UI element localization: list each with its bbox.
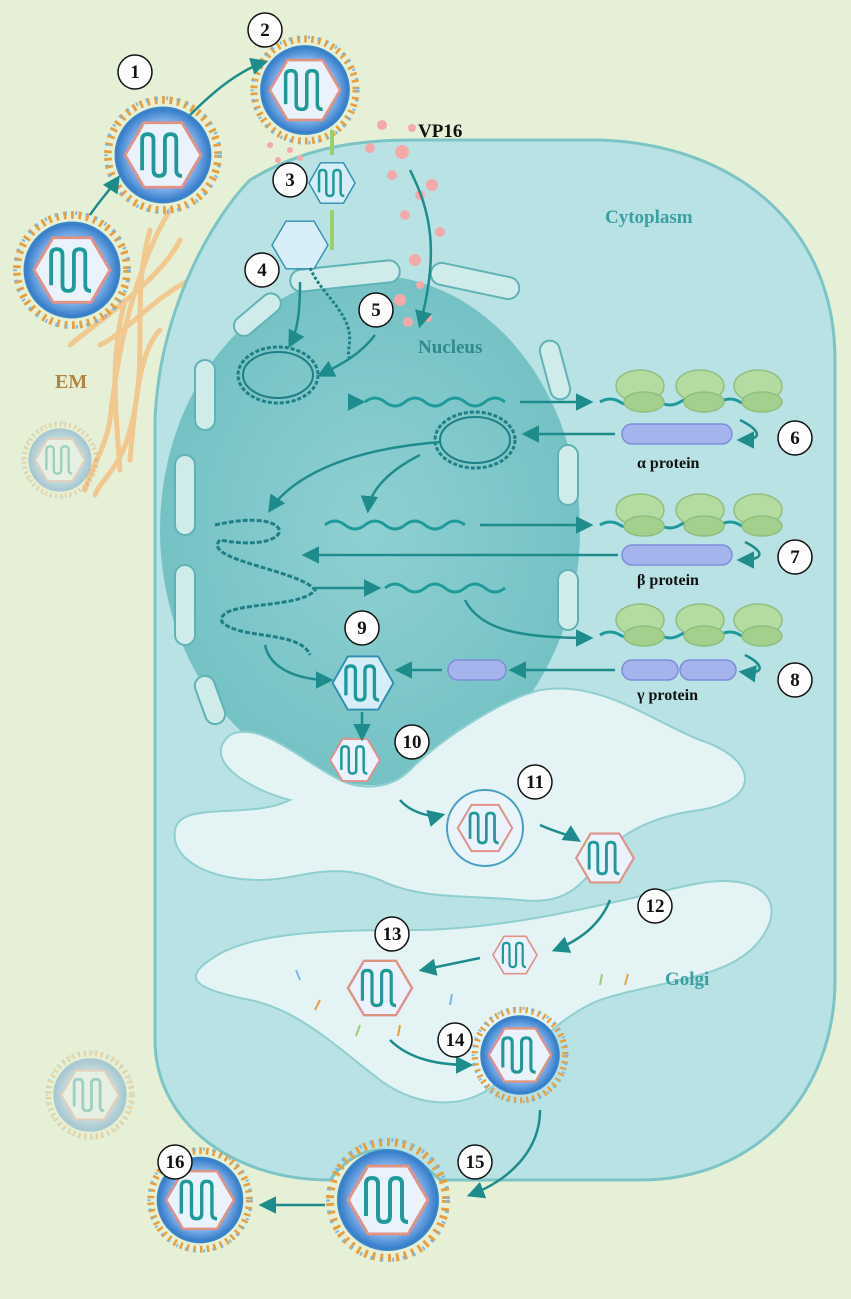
vp16-label: VP16 [418, 121, 462, 142]
step-badge-10: 10 [394, 724, 430, 760]
cytoplasm-label: Cytoplasm [605, 207, 693, 228]
em-label: EM [55, 371, 87, 393]
step-badge-4: 4 [244, 252, 280, 288]
step-number-6: 6 [790, 428, 800, 449]
step-badge-5: 5 [358, 292, 394, 328]
step-number-14: 14 [446, 1030, 466, 1051]
step-number-1: 1 [130, 62, 140, 83]
gamma-protein-label: γ protein [636, 687, 698, 704]
ribosomes [615, 369, 783, 647]
step-number-13: 13 [383, 924, 402, 945]
step-number-11: 11 [526, 772, 544, 793]
nuclear-membrane [174, 259, 579, 726]
step-number-5: 5 [371, 300, 381, 321]
step-number-10: 10 [403, 732, 422, 753]
step-badge-15: 15 [457, 1144, 493, 1180]
step-number-9: 9 [357, 618, 367, 639]
step-number-4: 4 [257, 260, 267, 281]
step-badge-11: 11 [517, 764, 553, 800]
step-badge-13: 13 [374, 916, 410, 952]
step-badge-16: 16 [157, 1144, 193, 1180]
step-badge-9: 9 [344, 610, 380, 646]
step-number-7: 7 [790, 547, 800, 568]
beta-protein-label: β protein [637, 572, 699, 589]
step-badge-2: 2 [247, 12, 283, 48]
proteins [447, 423, 737, 681]
pathway-arrows [88, 57, 761, 1214]
step-number-2: 2 [260, 20, 270, 41]
step-number-15: 15 [466, 1152, 485, 1173]
step-badge-12: 12 [637, 888, 673, 924]
step-badge-14: 14 [437, 1022, 473, 1058]
step-badge-1: 1 [117, 54, 153, 90]
step-badge-6: 6 [777, 420, 813, 456]
step-badge-7: 7 [777, 539, 813, 575]
vesicle-11 [446, 789, 524, 867]
golgi-glycoproteins [295, 969, 629, 1037]
capsid-4 [271, 220, 329, 270]
step-number-16: 16 [166, 1152, 185, 1173]
dna-concatemer [214, 518, 317, 656]
step-number-8: 8 [790, 670, 800, 691]
step-badge-8: 8 [777, 662, 813, 698]
nucleus-label: Nucleus [418, 337, 482, 358]
alpha-protein-label: α protein [637, 455, 700, 472]
golgi-label: Golgi [665, 969, 709, 990]
vp16-tegument-proteins [267, 120, 445, 327]
step-number-3: 3 [285, 170, 295, 191]
step-number-12: 12 [646, 896, 665, 917]
step-badge-3: 3 [272, 162, 308, 198]
golgi-apparatus [195, 880, 773, 1104]
